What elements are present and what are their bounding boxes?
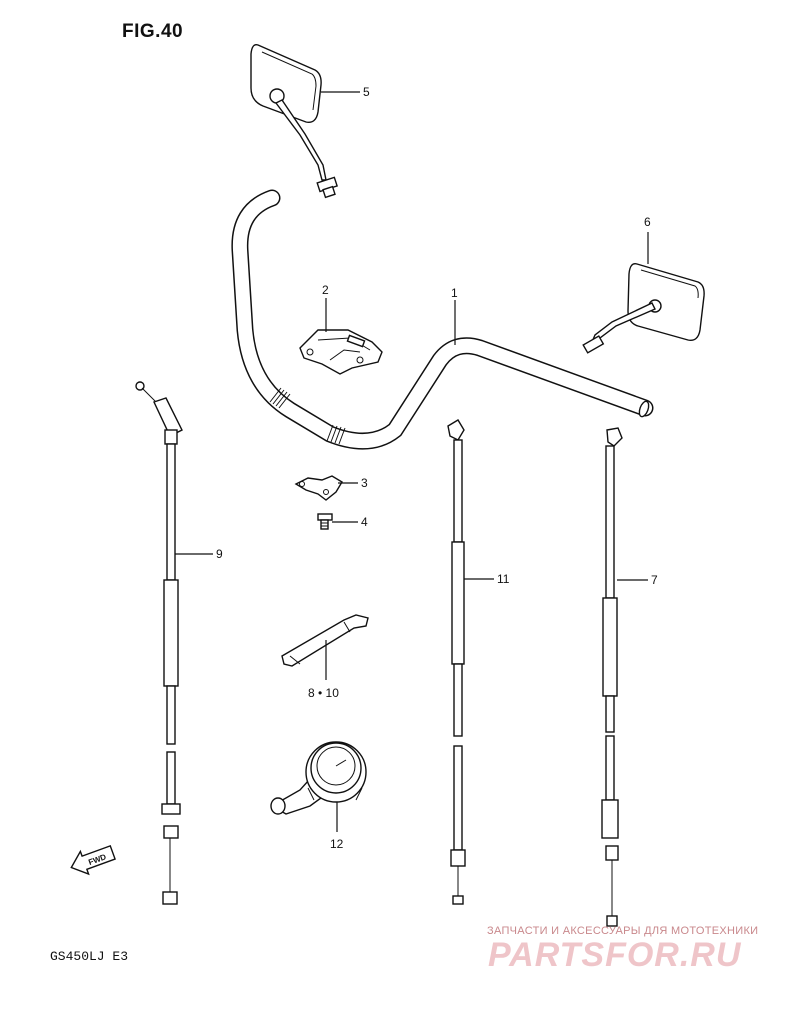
knurl-band-right	[326, 424, 346, 445]
callout-12: 12	[330, 837, 344, 851]
callout-9: 9	[216, 547, 223, 561]
cable-right	[601, 427, 623, 927]
figure-title: FIG.40	[122, 21, 183, 42]
watermark-tagline: ЗАПЧАСТИ И АКСЕССУАРЫ ДЛЯ МОТОТЕХНИКИ	[487, 925, 758, 937]
handlebar	[231, 189, 654, 450]
handlebar-clamp	[299, 329, 383, 375]
cable-middle	[447, 419, 466, 905]
cable-bracket	[294, 475, 343, 501]
left-mirror	[250, 44, 338, 199]
model-code: GS450LJ E3	[50, 949, 128, 964]
screw	[317, 513, 333, 530]
callout-11: 11	[497, 572, 510, 586]
knurl-band-left	[269, 387, 291, 409]
fwd-arrow-icon: FWD	[70, 845, 116, 876]
watermark: ЗАПЧАСТИ И АКСЕССУАРЫ ДЛЯ МОТОТЕХНИКИ PA…	[487, 925, 758, 974]
callout-2: 2	[322, 283, 329, 297]
callout-3: 3	[361, 476, 368, 490]
callout-4: 4	[361, 515, 368, 529]
callout-5: 5	[363, 85, 370, 99]
callout-7: 7	[651, 573, 658, 587]
callout-1: 1	[451, 286, 458, 300]
watermark-brand: PARTSFOR.RU	[488, 936, 742, 974]
cable-left	[135, 381, 183, 905]
cable-strap	[281, 614, 369, 667]
callout-6: 6	[644, 215, 651, 229]
gauge	[270, 741, 367, 815]
right-mirror	[582, 263, 705, 354]
callout-8-10: 8 • 10	[308, 686, 339, 700]
